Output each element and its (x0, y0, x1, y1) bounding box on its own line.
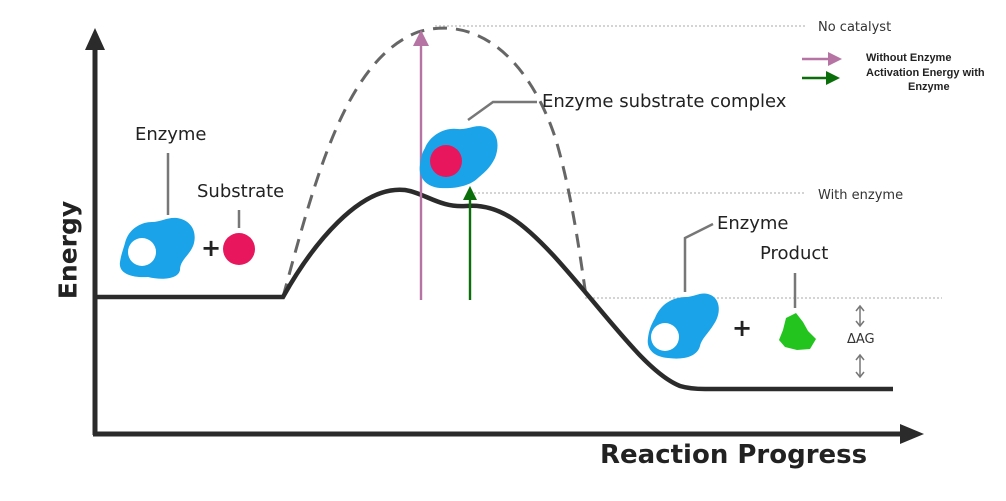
delta-g-arrow-lower-bottom-head (855, 371, 865, 379)
legend-with-enzyme-label-line2: Enzyme (908, 81, 950, 93)
legend-without-enzyme-arrowhead (828, 52, 842, 66)
enzyme-end-leader (683, 222, 714, 292)
plus-sign-start: + (201, 234, 222, 262)
product-shape (779, 313, 816, 350)
enzyme-start-label: Enzyme (135, 124, 207, 145)
x-axis-arrowhead (900, 424, 924, 444)
y-axis-arrowhead (85, 28, 105, 50)
plus-sign-end: + (732, 314, 753, 342)
substrate-shape (223, 233, 255, 265)
delta-g-arrow-lower-top-head (855, 353, 865, 361)
legend-with-enzyme-arrowhead (826, 71, 840, 85)
legend-with-enzyme-label-line1: Activation Energy with (866, 67, 985, 79)
no-catalyst-label: No catalyst (818, 20, 892, 35)
product-label: Product (760, 243, 829, 264)
complex-leader (467, 100, 537, 122)
complex-label: Enzyme substrate complex (542, 91, 787, 112)
delta-g-arrow-upper-top-head (855, 304, 865, 312)
activation-energy-without-enzyme-arrowhead (413, 30, 429, 46)
with-enzyme-label: With enzyme (818, 188, 904, 203)
uncatalyzed-energy-curve (281, 26, 588, 298)
delta-g-arrow-upper-bottom-head (855, 320, 865, 328)
delta-g-label: ΔAG (847, 332, 875, 347)
legend-without-enzyme-label: Without Enzyme (866, 52, 952, 64)
enzyme-catalyzed-energy-curve (97, 187, 893, 392)
y-axis-title: Energy (53, 200, 83, 300)
substrate-label: Substrate (197, 181, 285, 202)
activation-energy-with-enzyme-arrowhead (463, 186, 477, 200)
x-axis-title: Reaction Progress (600, 440, 868, 470)
enzyme-end-active-site (651, 323, 679, 351)
enzyme-start-active-site (128, 238, 156, 266)
complex-substrate-shape (430, 145, 462, 177)
enzyme-end-label: Enzyme (717, 213, 789, 234)
